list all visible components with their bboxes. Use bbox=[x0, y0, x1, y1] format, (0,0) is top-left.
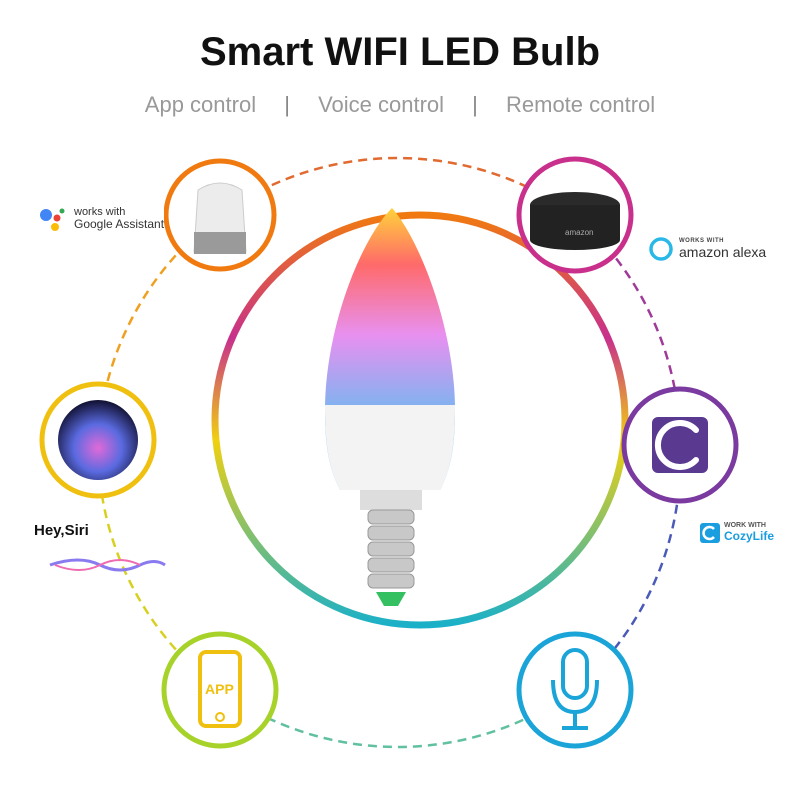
google-assistant-badge: works with Google Assistant bbox=[38, 205, 165, 231]
siri-circle bbox=[39, 381, 157, 499]
amazon-alexa-badge: WORKS WITH amazon alexa bbox=[648, 236, 767, 262]
microphone-circle bbox=[516, 631, 634, 749]
cozylife-icon bbox=[700, 522, 720, 543]
alexa-badge-line1: WORKS WITH bbox=[679, 238, 724, 244]
cozylife-badge: WORK WITH CozyLife bbox=[700, 522, 775, 543]
separator: | bbox=[472, 92, 478, 117]
echo-label: amazon bbox=[565, 228, 593, 237]
siri-waveform-icon bbox=[49, 558, 166, 572]
amazon-echo-circle: amazon bbox=[516, 156, 634, 274]
feature-voice-control: Voice control bbox=[318, 92, 445, 117]
feature-list: App control | Voice control | Remote con… bbox=[0, 92, 800, 118]
cozylife-badge-line2: CozyLife bbox=[724, 529, 775, 543]
cozylife-circle bbox=[621, 386, 739, 504]
led-bulb-image bbox=[325, 208, 455, 606]
separator: | bbox=[284, 92, 290, 117]
feature-remote-control: Remote control bbox=[506, 92, 656, 117]
cozylife-badge-line1: WORK WITH bbox=[724, 522, 766, 529]
feature-app-control: App control bbox=[144, 92, 257, 117]
google-assistant-icon bbox=[40, 208, 65, 231]
page-title: Smart WIFI LED Bulb bbox=[200, 30, 600, 74]
siri-label: Hey,Siri bbox=[34, 522, 89, 539]
google-badge-line2: Google Assistant bbox=[74, 216, 165, 231]
google-badge-line1: works with bbox=[74, 205, 126, 218]
alexa-icon bbox=[649, 237, 673, 261]
app-label: APP bbox=[205, 681, 234, 697]
alexa-badge-line2: amazon alexa bbox=[679, 244, 767, 260]
app-control-circle: APP bbox=[161, 631, 279, 749]
google-home-circle bbox=[163, 158, 277, 272]
